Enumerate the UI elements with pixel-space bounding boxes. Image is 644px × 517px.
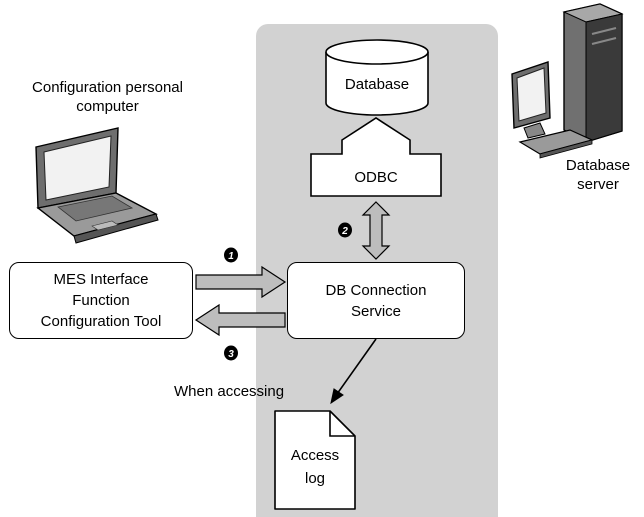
log-write-arrow — [330, 338, 377, 405]
mes-config-tool-box: MES Interface Function Configuration Too… — [9, 262, 193, 339]
bidirectional-arrow — [361, 201, 391, 260]
request-arrow — [195, 265, 287, 299]
config-pc-label: Configuration personal computer — [0, 78, 215, 116]
database-cylinder: Database — [325, 39, 429, 116]
db-server-label: Database server — [552, 156, 644, 194]
access-log-line2: log — [305, 470, 325, 487]
config-pc-label-line1: Configuration personal — [32, 79, 183, 96]
access-log-document: Access log — [274, 410, 356, 510]
odbc-arrow-box: ODBC — [310, 117, 442, 197]
svg-text:2: 2 — [341, 226, 348, 237]
svg-text:1: 1 — [228, 251, 234, 262]
response-arrow — [194, 303, 286, 337]
step-badge-2: 2 — [338, 222, 352, 238]
db-connection-service-box: DB Connection Service — [287, 262, 465, 339]
mes-tool-line2: Function — [72, 292, 130, 309]
database-label: Database — [345, 76, 409, 93]
config-pc-label-line2: computer — [76, 98, 139, 115]
step-badge-1: 1 — [224, 247, 238, 263]
db-server-label-line1: Database — [565, 157, 631, 174]
when-accessing-label: When accessing — [174, 383, 284, 400]
access-log-line1: Access — [291, 447, 339, 464]
db-connection-service-line1: DB Connection — [325, 281, 427, 299]
step-badge-3: 3 — [224, 345, 238, 361]
db-connection-service-line2: Service — [350, 302, 402, 320]
svg-text:3: 3 — [228, 349, 234, 360]
odbc-label: ODBC — [354, 169, 398, 186]
mes-tool-line3: Configuration Tool — [40, 313, 162, 330]
laptop-icon — [35, 127, 159, 244]
db-server-label-line2: server — [577, 176, 619, 193]
mes-tool-line1: MES Interface — [53, 271, 149, 288]
desktop-server-icon — [511, 3, 624, 159]
